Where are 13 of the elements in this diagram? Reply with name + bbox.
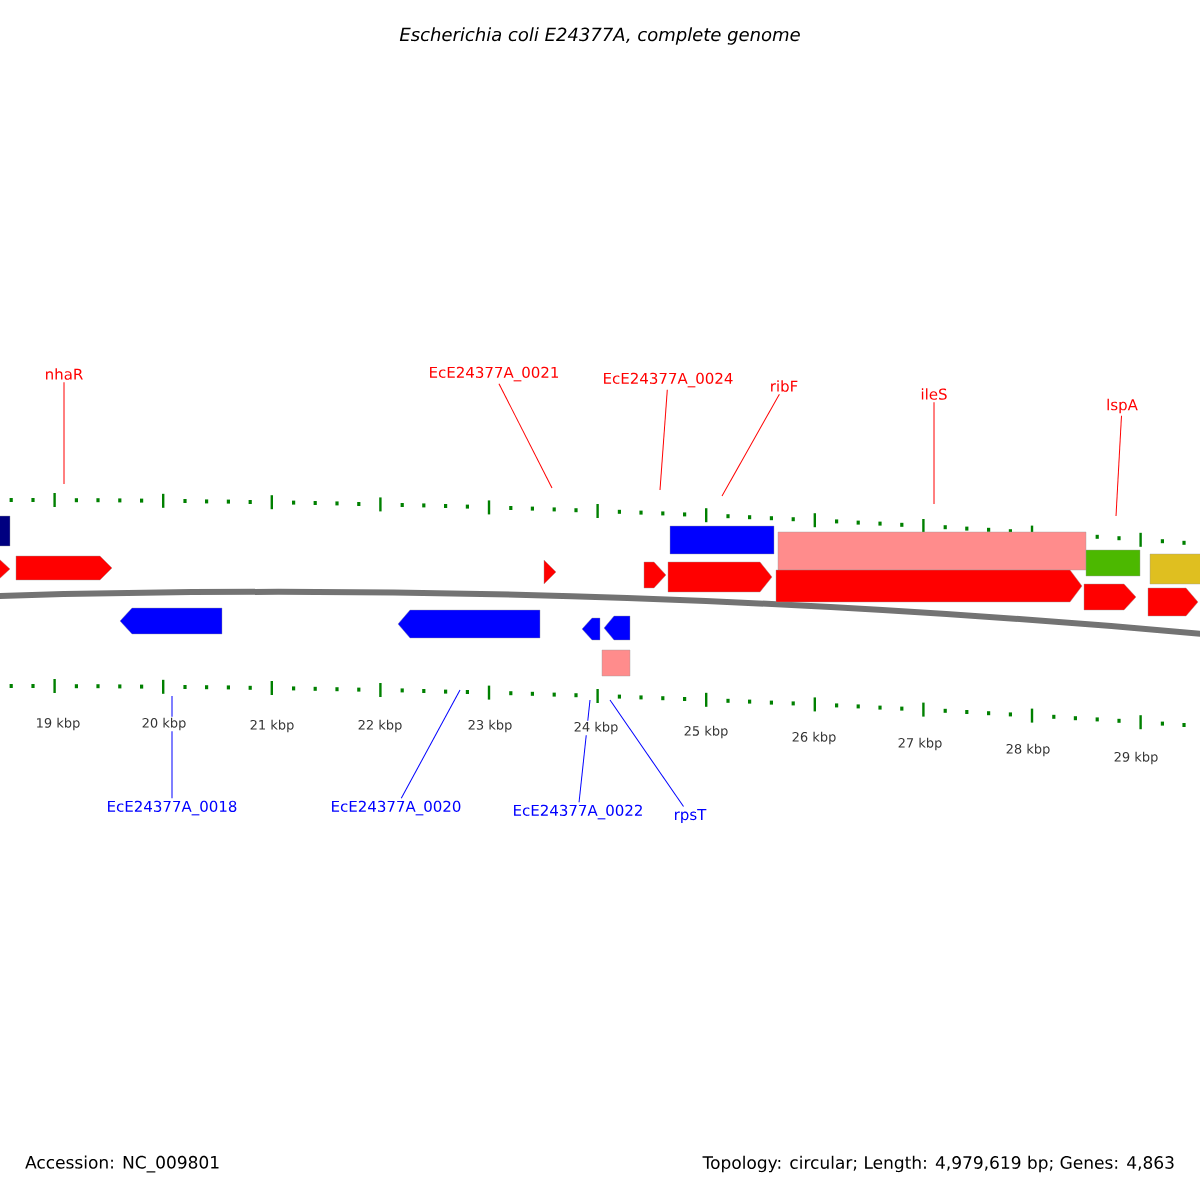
leader-line [933,401,935,505]
leader-line [1115,415,1122,517]
title: Escherichia coli E24377A, complete genome [399,27,800,45]
leader-line [578,699,591,803]
leader-line [721,393,780,497]
accession-text: Accession: NC_009801 [25,1155,219,1173]
leader-line [171,695,173,799]
leader-line [659,389,668,491]
leader-line [400,689,461,799]
leader-line [63,381,65,485]
leader-line [498,383,553,489]
leader-line [609,699,684,808]
genome-stats-text: Topology: circular; Length: 4,979,619 bp; Genes: 4,863 [702,1155,1174,1173]
